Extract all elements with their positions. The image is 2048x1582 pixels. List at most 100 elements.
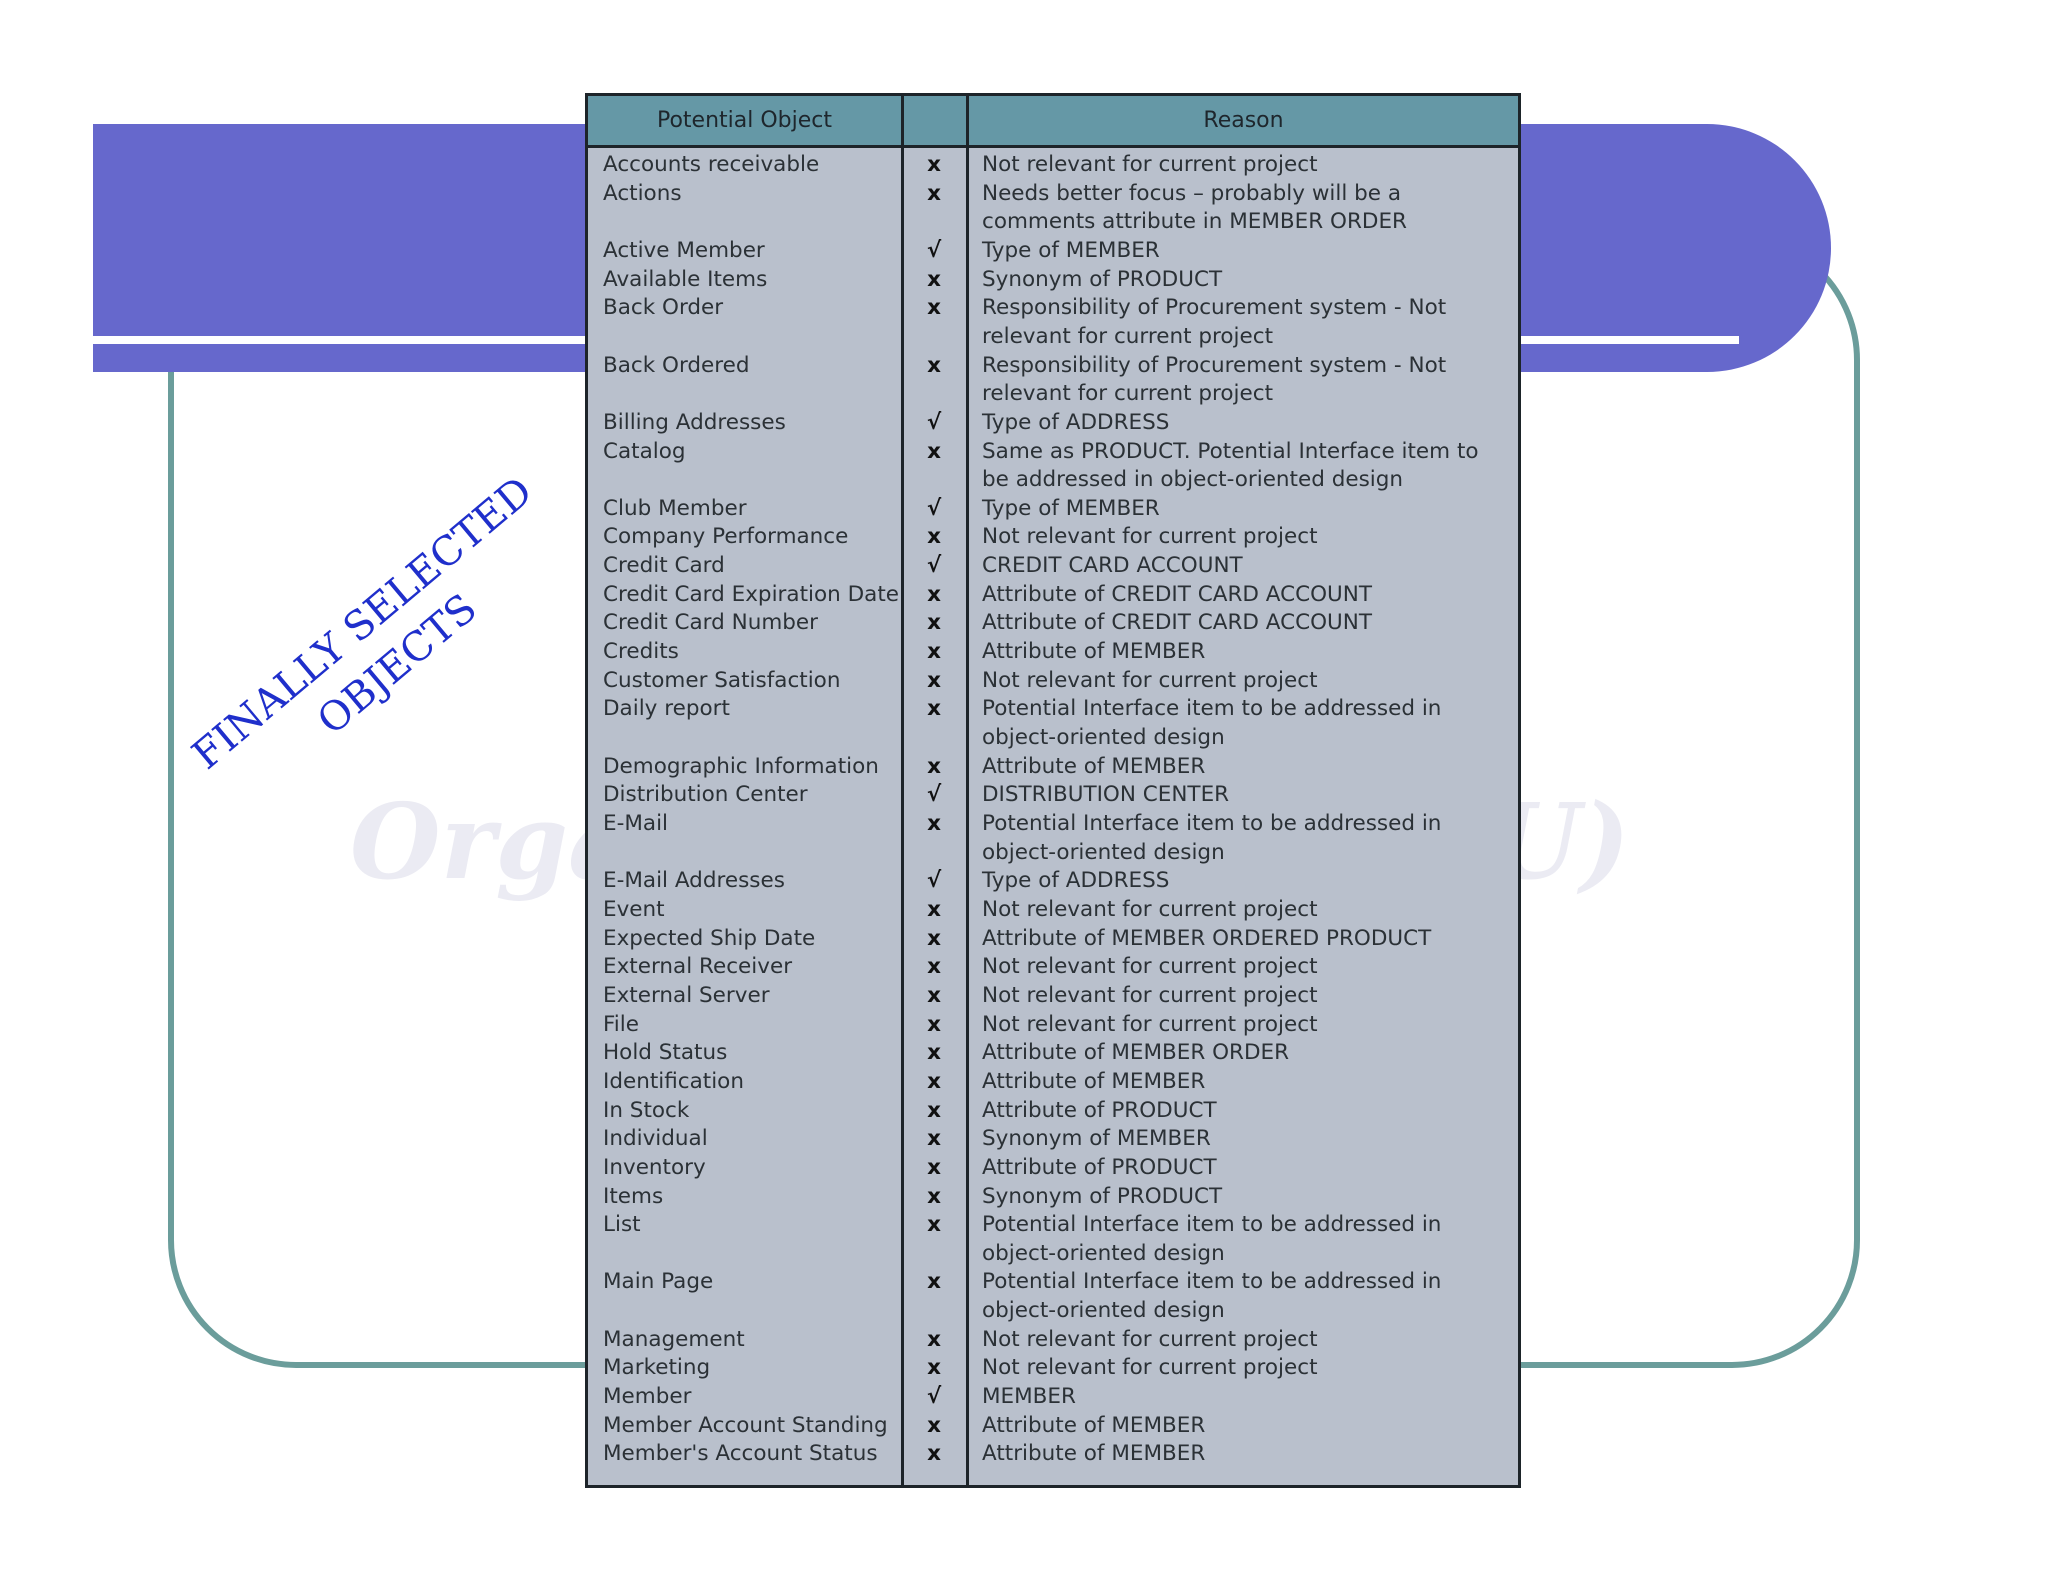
table-row: Member√MEMBER — [588, 1383, 1518, 1412]
reason-text: Attribute of MEMBER ORDER — [982, 1040, 1290, 1066]
reject-mark-icon: x — [927, 1412, 941, 1438]
column-divider — [901, 96, 904, 1485]
reason-text: Same as PRODUCT. Potential Interface ite… — [982, 438, 1479, 493]
table-row: E-Mail x Potential Interface item to be ad… — [588, 810, 1518, 867]
reject-mark-icon: x — [927, 696, 941, 722]
reason-text: Attribute of MEMBER — [982, 1441, 1206, 1467]
object-name: Company Performance — [603, 524, 849, 550]
reason-text: Attribute of MEMBER — [982, 753, 1206, 779]
reject-mark-icon: x — [927, 524, 941, 550]
reject-mark-icon: x — [927, 180, 941, 206]
object-name: Hold Status — [603, 1040, 728, 1066]
object-name: In Stock — [603, 1097, 690, 1123]
reason-text: Potential Interface item to be addressed… — [982, 1212, 1442, 1266]
check-mark-icon: √ — [926, 237, 942, 263]
object-name: Demographic Information — [603, 753, 879, 779]
reject-mark-icon: x — [927, 1154, 941, 1180]
object-name: Back Ordered — [603, 352, 750, 378]
reason-text: DISTRIBUTION CENTER — [982, 782, 1230, 808]
column-divider — [966, 96, 969, 1485]
table-row: Club Member√Type of MEMBER — [588, 495, 1518, 524]
object-name: Available Items — [603, 266, 768, 292]
reject-mark-icon: x — [927, 266, 941, 292]
object-name: Credits — [603, 639, 679, 665]
reject-mark-icon: x — [927, 1441, 941, 1467]
object-name: Credit Card Number — [603, 610, 818, 636]
reason-text: Potential Interface item to be addressed… — [982, 811, 1442, 865]
object-name: Main Page — [603, 1269, 714, 1295]
reject-mark-icon: x — [927, 1212, 941, 1238]
object-name: Club Member — [603, 495, 747, 521]
check-mark-icon: √ — [926, 495, 942, 521]
reject-mark-icon: x — [927, 954, 941, 980]
reason-text: Attribute of MEMBER — [982, 639, 1206, 665]
object-name: Daily report — [603, 696, 730, 722]
reject-mark-icon: x — [927, 667, 941, 693]
reject-mark-icon: x — [927, 925, 941, 951]
reject-mark-icon: x — [927, 639, 941, 665]
reject-mark-icon: x — [927, 1269, 941, 1295]
object-name: File — [603, 1011, 639, 1037]
reject-mark-icon: x — [927, 811, 941, 837]
table-row: Daily report x Potential Interface item to… — [588, 695, 1518, 752]
reason-text: Responsibility of Procurement system - N… — [982, 352, 1447, 407]
object-name: Back Order — [603, 295, 724, 321]
reject-mark-icon: x — [927, 1126, 941, 1152]
reject-mark-icon: x — [927, 295, 941, 321]
check-mark-icon: √ — [926, 1384, 942, 1410]
object-name: Actions — [603, 180, 682, 206]
reason-text: Attribute of CREDIT CARD ACCOUNT — [982, 581, 1373, 607]
table-row: Customer Satisfaction x Not relevant for c… — [588, 667, 1518, 696]
table-row: Billing Addresses√Type of ADDRESS — [588, 409, 1518, 438]
reason-text: Attribute of MEMBER — [982, 1412, 1206, 1438]
reason-text: Not relevant for current project — [982, 667, 1318, 693]
reason-text: Not relevant for current project — [982, 982, 1318, 1008]
reject-mark-icon: x — [927, 1326, 941, 1352]
object-name: Expected Ship Date — [603, 925, 816, 951]
reject-mark-icon: x — [927, 896, 941, 922]
reason-text: Not relevant for current project — [982, 954, 1318, 980]
table-row: Credit Card√CREDIT CARD ACCOUNT — [588, 552, 1518, 581]
object-name: E-Mail — [603, 811, 669, 837]
reason-text: Not relevant for current project — [982, 1011, 1318, 1037]
table-row: Back Order x Responsibility of Procurement… — [588, 294, 1518, 351]
object-name: Active Member — [603, 237, 765, 263]
object-name: Management — [603, 1326, 745, 1352]
object-name: Items — [603, 1183, 664, 1209]
reject-mark-icon: x — [927, 152, 941, 177]
object-name: Member — [603, 1384, 692, 1410]
check-mark-icon: √ — [926, 868, 942, 894]
table-row: Active Member√Type of MEMBER — [588, 237, 1518, 266]
object-name: Customer Satisfaction — [603, 667, 841, 693]
reason-text: Synonym of MEMBER — [982, 1126, 1211, 1152]
objects-table: Potential Object Reason Accounts receiva… — [585, 93, 1521, 1488]
reason-text: Attribute of MEMBER — [982, 1068, 1206, 1094]
table-row: Available Items x Synonym of PRODUCT — [588, 266, 1518, 295]
reason-text: Synonym of PRODUCT — [982, 266, 1223, 292]
object-name: Event — [603, 896, 665, 922]
reject-mark-icon: x — [927, 1068, 941, 1094]
reason-text: Potential Interface item to be addressed… — [982, 696, 1442, 751]
reason-text: Responsibility of Procurement system - N… — [982, 295, 1447, 349]
reason-text: Not relevant for current project — [982, 152, 1318, 177]
table-row: Member Account Standing x Attribute of MEM… — [588, 1412, 1518, 1441]
object-name: Member Account Standing — [603, 1412, 888, 1438]
table-row: Hold Status x Attribute of MEMBER ORDER — [588, 1039, 1518, 1068]
reason-text: Attribute of MEMBER ORDERED PRODUCT — [982, 925, 1432, 951]
reject-mark-icon: x — [927, 1040, 941, 1066]
reject-mark-icon: x — [927, 610, 941, 636]
reason-text: Not relevant for current project — [982, 524, 1318, 550]
